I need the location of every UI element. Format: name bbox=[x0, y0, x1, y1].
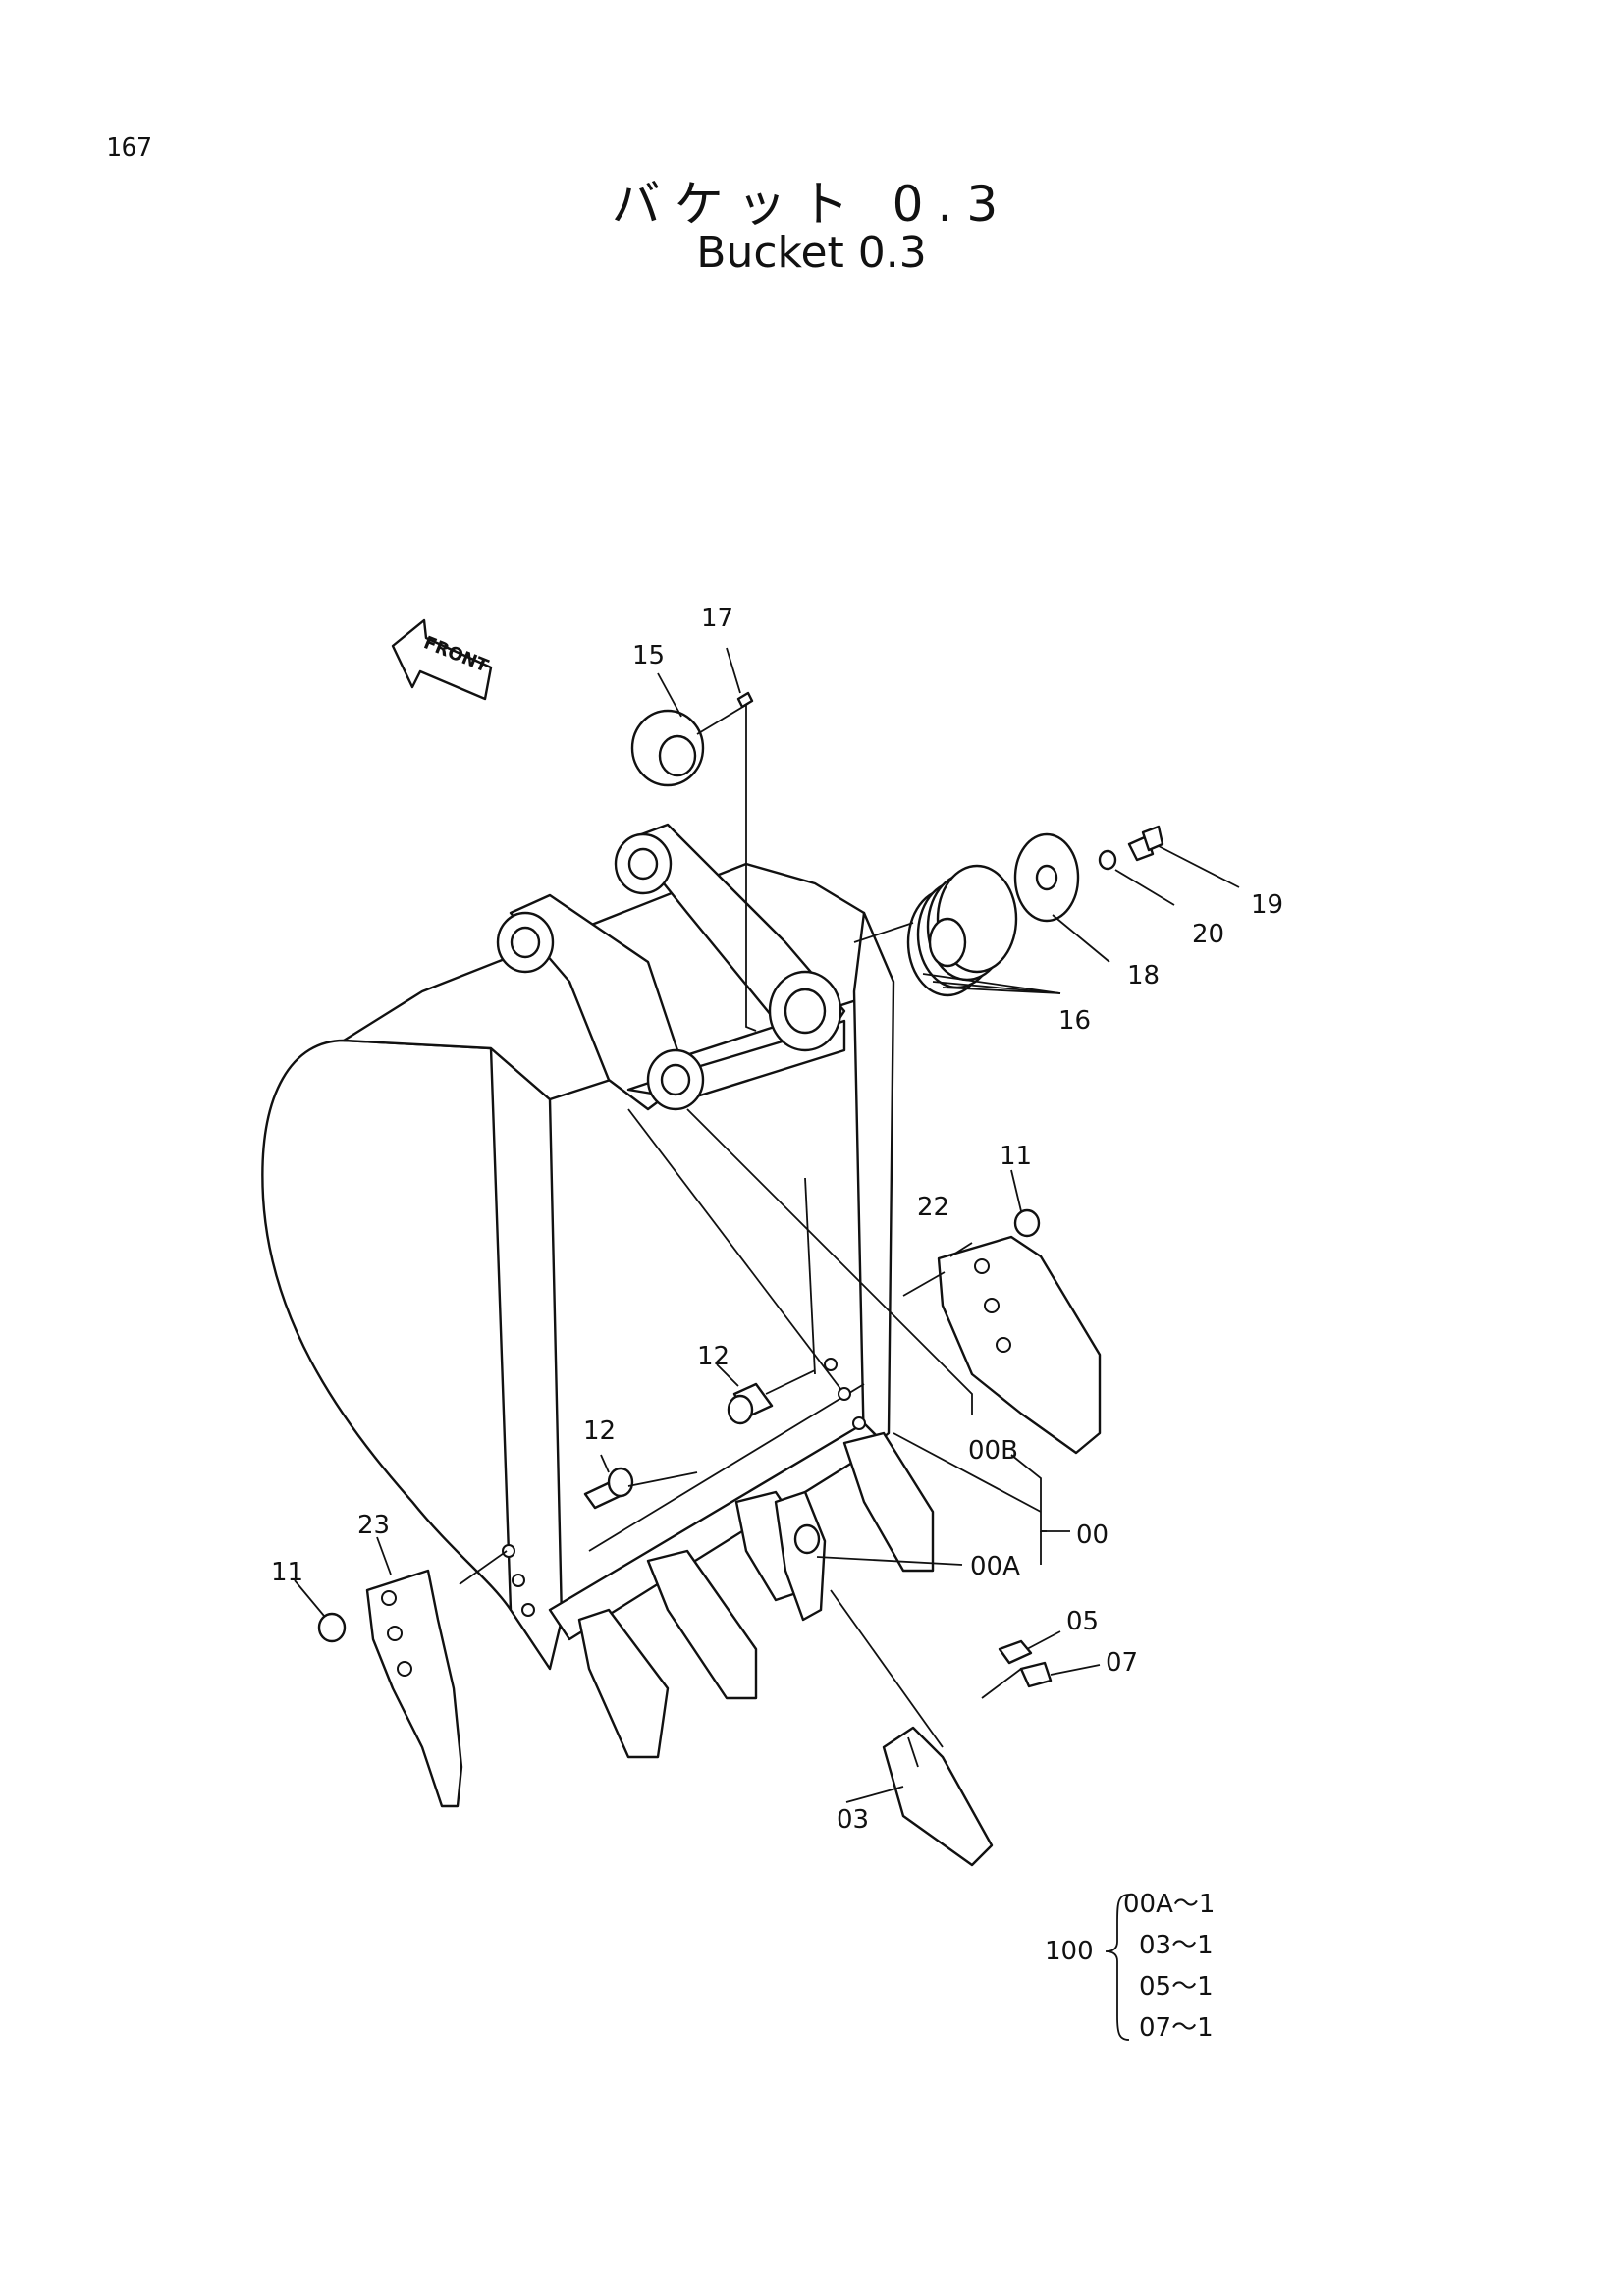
kit-item-1: 00A〜1 bbox=[1123, 1890, 1215, 1919]
callout-23: 23 bbox=[357, 1511, 390, 1540]
nut-11-left bbox=[317, 1612, 347, 1643]
callout-05: 05 bbox=[1066, 1607, 1099, 1636]
lock-07 bbox=[1019, 1661, 1053, 1688]
page-title-japanese: バケット 0.3 bbox=[611, 176, 1012, 233]
callout-00a: 00A bbox=[970, 1552, 1020, 1581]
callout-03: 03 bbox=[837, 1805, 869, 1835]
washer-20 bbox=[1098, 849, 1117, 871]
callout-12-lower: 12 bbox=[583, 1416, 616, 1446]
callout-11-right: 11 bbox=[1000, 1142, 1032, 1171]
leader-lines bbox=[294, 647, 1240, 1803]
adapter-00a bbox=[774, 1490, 827, 1622]
callout-00b: 00B bbox=[968, 1436, 1018, 1466]
callout-19: 19 bbox=[1251, 890, 1283, 920]
kit-number: 100 bbox=[1045, 1937, 1094, 1966]
pin-05 bbox=[998, 1639, 1033, 1665]
callout-07: 07 bbox=[1106, 1648, 1138, 1678]
callout-20: 20 bbox=[1192, 920, 1224, 949]
side-cutter-22 bbox=[937, 1235, 1102, 1455]
bolt-12-lower bbox=[583, 1467, 634, 1510]
side-cutter-23 bbox=[365, 1569, 463, 1808]
shims-16 bbox=[906, 864, 1018, 997]
page-title-english: Bucket 0.3 bbox=[696, 228, 927, 278]
callout-22: 22 bbox=[917, 1193, 949, 1222]
boss-brackets bbox=[496, 823, 846, 1111]
bushing-15 bbox=[630, 709, 705, 787]
nut-11-right bbox=[1013, 1208, 1041, 1238]
callout-00: 00 bbox=[1076, 1521, 1109, 1550]
kit-brace bbox=[1105, 1894, 1130, 2041]
tooth-point-03 bbox=[882, 1726, 994, 1867]
page-number: 167 bbox=[106, 133, 152, 163]
bolt-19 bbox=[1127, 825, 1164, 862]
callout-16: 16 bbox=[1058, 1006, 1091, 1036]
pin-17 bbox=[736, 691, 754, 709]
callout-17: 17 bbox=[701, 604, 733, 633]
bucket-teeth bbox=[577, 1431, 935, 1759]
front-arrow-icon: FRONT bbox=[391, 618, 493, 701]
callout-15: 15 bbox=[632, 641, 665, 670]
kit-item-3: 05〜1 bbox=[1139, 1972, 1214, 2002]
callout-18: 18 bbox=[1127, 961, 1160, 990]
kit-item-2: 03〜1 bbox=[1139, 1931, 1214, 1960]
callout-12-upper: 12 bbox=[697, 1342, 730, 1371]
bolt-12-upper bbox=[727, 1382, 774, 1425]
plate-18 bbox=[1013, 832, 1080, 923]
callout-11-left: 11 bbox=[271, 1558, 303, 1587]
callout-labels: 17 15 16 18 20 19 11 22 12 12 00B 00 00A… bbox=[271, 604, 1283, 1835]
kit-legend: 100 00A〜1 03〜1 05〜1 07〜1 bbox=[1045, 1890, 1215, 2043]
kit-item-4: 07〜1 bbox=[1139, 2013, 1214, 2043]
